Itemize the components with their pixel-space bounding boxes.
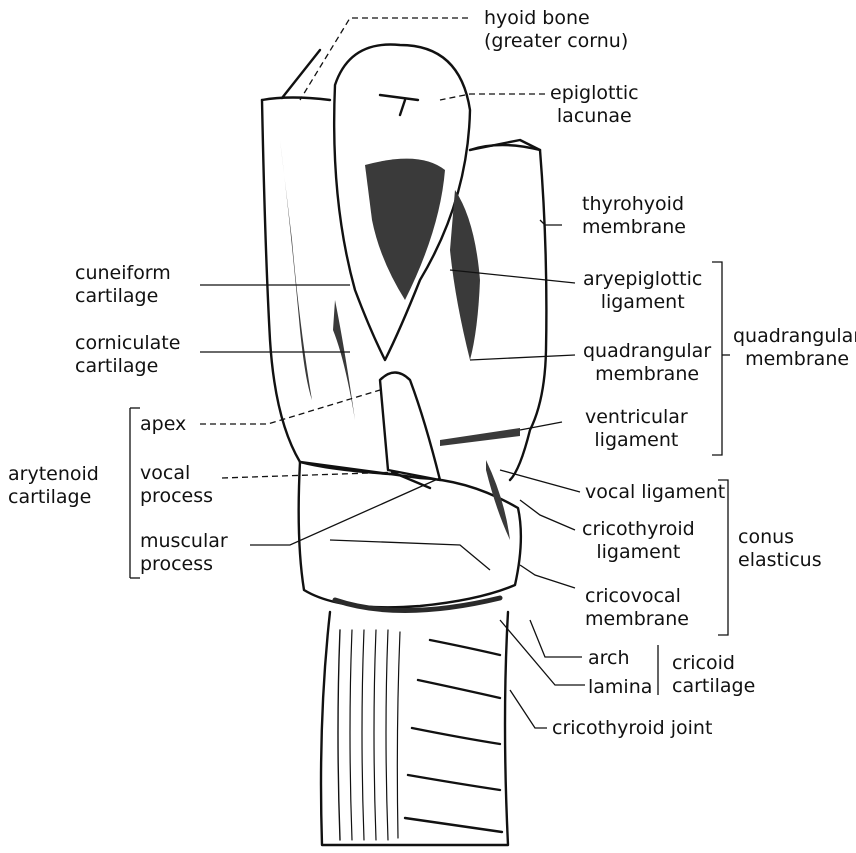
- label-epiglottic-lacunae: epiglottic lacunae: [550, 82, 639, 128]
- label-corniculate-cartilage: corniculate cartilage: [75, 332, 180, 378]
- label-arytenoid-cartilage: arytenoid cartilage: [8, 463, 99, 509]
- label-hyoid-bone: hyoid bone (greater cornu): [484, 7, 628, 53]
- label-conus-elasticus: conus elasticus: [738, 526, 822, 572]
- label-thyrohyoid-membrane: thyrohyoid membrane: [582, 193, 686, 239]
- label-quadrangular-membrane: quadrangular membrane: [583, 340, 711, 386]
- label-vocal-ligament: vocal ligament: [585, 481, 725, 504]
- label-cuneiform-cartilage: cuneiform cartilage: [75, 262, 171, 308]
- label-lamina: lamina: [588, 676, 652, 699]
- label-vocal-process: vocal process: [140, 462, 213, 508]
- label-cricothyroid-ligament: cricothyroid ligament: [582, 518, 695, 564]
- cricoid-cartilage-shape: [299, 462, 521, 611]
- label-muscular-process: muscular process: [140, 530, 228, 576]
- label-quadrangular-membrane-group: quadrangular membrane: [733, 325, 856, 371]
- label-aryepiglottic-ligament: aryepiglottic ligament: [583, 268, 702, 314]
- trachea: [321, 612, 508, 845]
- label-arch: arch: [588, 647, 630, 670]
- label-cricothyroid-joint: cricothyroid joint: [552, 717, 712, 740]
- label-cricovocal-membrane: cricovocal membrane: [585, 585, 689, 631]
- label-cricoid-cartilage: cricoid cartilage: [672, 652, 755, 698]
- label-ventricular-ligament: ventricular ligament: [585, 406, 688, 452]
- label-apex: apex: [140, 413, 186, 436]
